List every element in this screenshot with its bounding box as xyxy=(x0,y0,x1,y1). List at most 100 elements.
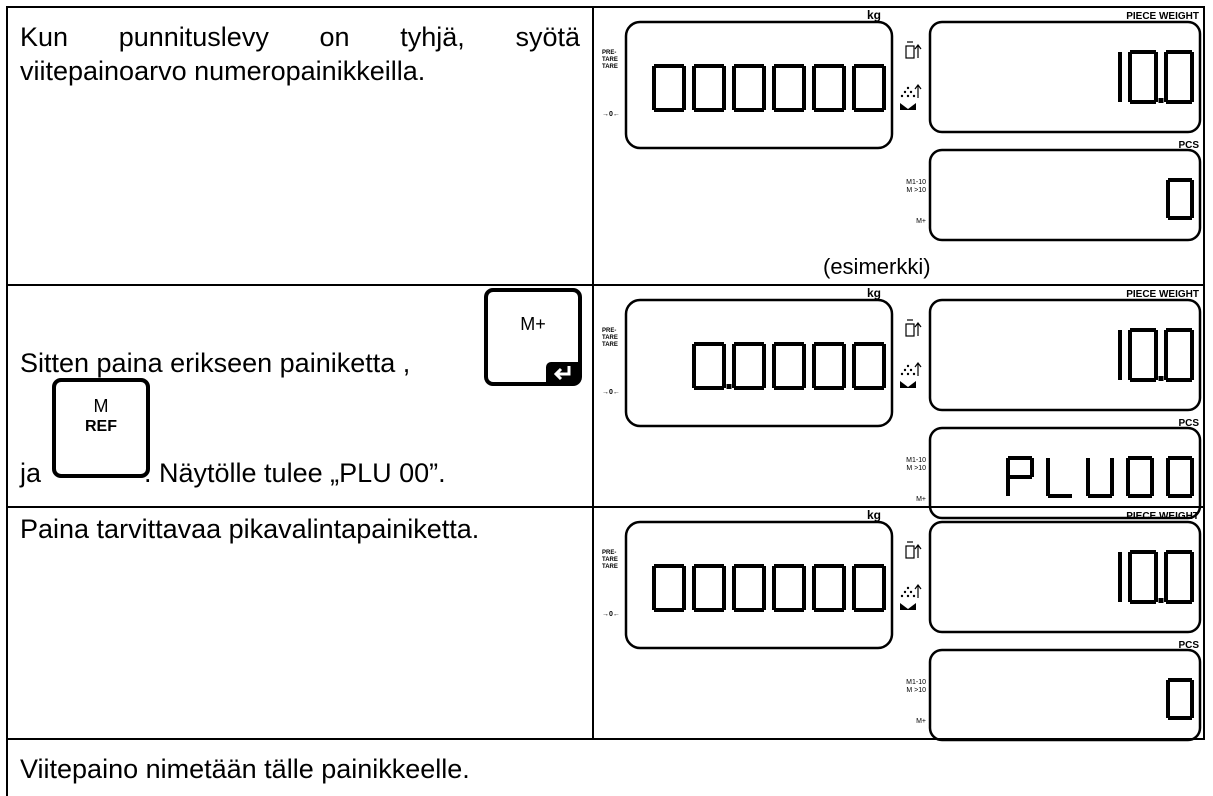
pcs-value-digits xyxy=(1006,456,1194,498)
pcs-label: PCS xyxy=(1178,640,1199,651)
lcd-digit xyxy=(692,64,726,112)
pcs-label: PCS xyxy=(1178,418,1199,429)
row2-instruction-part2: ja xyxy=(20,458,42,488)
mem-range-label: M1-10 xyxy=(906,179,926,186)
lcd-digit xyxy=(812,342,846,390)
zero-indicator-label: →0← xyxy=(602,111,620,118)
pretare-label: PRE- xyxy=(602,550,616,556)
lcd-digit xyxy=(852,64,886,112)
lcd-digit xyxy=(1166,678,1194,720)
table-border-top xyxy=(6,6,1205,8)
piece-weight-label: PIECE WEIGHT xyxy=(1126,11,1199,22)
accuracy-low-icon xyxy=(900,362,922,376)
table-border-left xyxy=(6,6,8,796)
table-border-right xyxy=(1203,6,1205,740)
lcd-digit xyxy=(652,564,686,612)
m-plus-key-icon: M+ xyxy=(484,288,582,386)
lcd-digit xyxy=(1128,50,1164,104)
table-border-row2 xyxy=(6,506,1205,508)
mem-range-label: M1-10 xyxy=(906,679,926,686)
mem-over-label: M >10 xyxy=(906,465,926,472)
lcd-digit xyxy=(692,342,732,390)
lcd-digit xyxy=(772,64,806,112)
weight-value-digits xyxy=(652,564,886,612)
lcd-digit xyxy=(652,64,686,112)
weight-unit-label: kg xyxy=(867,8,881,22)
piece-weight-label: PIECE WEIGHT xyxy=(1126,511,1199,522)
tare-label: TARE xyxy=(602,64,618,70)
lcd-digit xyxy=(1164,328,1194,382)
mem-over-label: M >10 xyxy=(906,687,926,694)
m-ref-key-label-bottom: REF xyxy=(85,418,117,435)
zero-indicator-label: →0← xyxy=(602,611,620,618)
lcd-digit xyxy=(1128,328,1164,382)
m-ref-key-icon: M REF xyxy=(52,378,150,478)
lcd-digit xyxy=(1164,550,1194,604)
lcd-digit xyxy=(692,564,726,612)
mem-over-label: M >10 xyxy=(906,187,926,194)
piece-weight-low-icon xyxy=(905,41,922,59)
weight-unit-label: kg xyxy=(867,508,881,522)
row1-instruction-line1: Kun punnituslevy on tyhjä, syötä xyxy=(20,22,580,52)
lcd-digit xyxy=(732,64,766,112)
pcs-value-digits xyxy=(1166,178,1194,220)
pretare-label: PRE- xyxy=(602,50,616,56)
pcs-value-digits xyxy=(1166,678,1194,720)
row2-instruction-part1: Sitten paina erikseen painiketta , xyxy=(20,348,411,378)
pcs-display-frame xyxy=(928,426,1202,520)
piece-weight-low-icon xyxy=(905,541,922,559)
lcd-digit xyxy=(772,564,806,612)
lcd-digit xyxy=(1166,456,1194,498)
lcd-decimal-point xyxy=(1158,376,1164,381)
accuracy-triangle-icon xyxy=(900,103,916,110)
piece-weight-label: PIECE WEIGHT xyxy=(1126,289,1199,300)
lcd-digit xyxy=(1126,456,1154,498)
pcs-display-frame xyxy=(928,648,1202,742)
weight-unit-label: kg xyxy=(867,286,881,300)
m-ref-key-label-top: M xyxy=(93,396,109,416)
piece-weight-value-digits xyxy=(1118,328,1194,382)
weight-display-frame xyxy=(624,298,894,428)
zero-indicator-label: →0← xyxy=(602,389,620,396)
row2-instruction-part3: . Näytölle tulee „PLU 00”. xyxy=(144,458,446,488)
lcd-digit xyxy=(732,564,766,612)
lcd-digit xyxy=(852,342,886,390)
lcd-digit xyxy=(852,564,886,612)
accuracy-low-icon xyxy=(900,584,922,598)
lcd-digit xyxy=(732,342,766,390)
pretare-tare-label: TARE xyxy=(602,557,618,563)
piece-weight-display-frame xyxy=(928,20,1202,134)
table-border-row1 xyxy=(6,284,1205,286)
lcd-digit xyxy=(1164,50,1194,104)
lcd-digit xyxy=(1086,458,1114,498)
lcd-digit xyxy=(1166,178,1194,220)
lcd-decimal-point xyxy=(726,384,732,389)
pretare-tare-label: TARE xyxy=(602,335,618,341)
accuracy-triangle-icon xyxy=(900,381,916,388)
pretare-label: PRE- xyxy=(602,328,616,334)
mem-plus-label: M+ xyxy=(916,718,926,725)
lcd-digit xyxy=(812,564,846,612)
accuracy-low-icon xyxy=(900,84,922,98)
lcd-digit xyxy=(1006,456,1034,496)
weight-value-digits xyxy=(652,64,886,112)
mem-range-label: M1-10 xyxy=(906,457,926,464)
table-border-row3 xyxy=(6,738,1205,740)
footer-instruction: Viitepaino nimetään tälle painikkeelle. xyxy=(20,754,470,784)
piece-weight-value-digits xyxy=(1118,50,1194,104)
row1-instruction-line2: viitepainoarvo numeropainikkeilla. xyxy=(20,56,426,86)
accuracy-triangle-icon xyxy=(900,603,916,610)
mem-plus-label: M+ xyxy=(916,218,926,225)
lcd-digit xyxy=(1046,458,1072,498)
row1-caption: (esimerkki) xyxy=(823,254,931,279)
weight-display-frame xyxy=(624,520,894,650)
piece-weight-low-icon xyxy=(905,319,922,337)
weight-value-digits xyxy=(692,342,886,390)
row3-instruction: Paina tarvittavaa pikavalintapainiketta. xyxy=(20,514,480,544)
table-border-mid xyxy=(592,6,594,740)
enter-arrow-icon xyxy=(546,362,580,384)
piece-weight-value-digits xyxy=(1118,550,1194,604)
